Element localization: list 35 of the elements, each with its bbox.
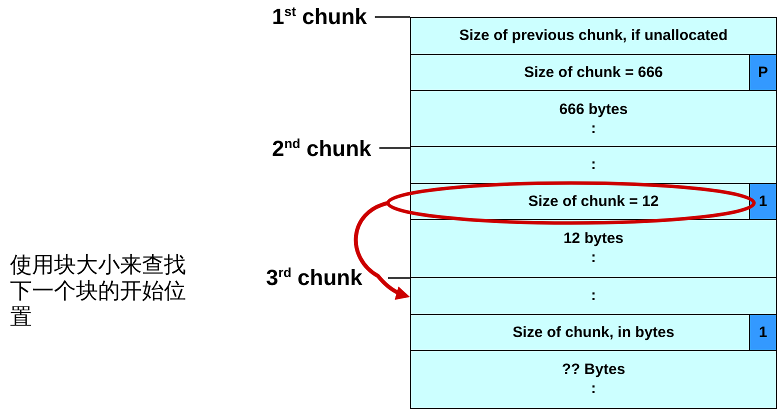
- chunk-label: 3$^{rd}$ chunk: [266, 265, 362, 294]
- continuation-mark: :: [591, 379, 596, 399]
- flag-cell: [749, 315, 776, 350]
- chunk-field: [410, 350, 777, 408]
- highlight-ellipse: [386, 181, 756, 225]
- flag-bit: P: [758, 64, 768, 82]
- field-label: ?? Bytes: [562, 361, 626, 379]
- field-label: 12 bytes: [563, 230, 624, 248]
- chunk-field: [410, 277, 777, 316]
- chunk-field: [410, 219, 777, 278]
- flag-bit: 1: [758, 324, 768, 342]
- flag-cell: [749, 55, 776, 90]
- chunk-label: 2$^{nd}$ chunk: [272, 136, 372, 165]
- chunk-field: [410, 54, 777, 92]
- field-label: Size of chunk = 666: [524, 64, 663, 82]
- field-label: Size of chunk = 12: [528, 192, 659, 211]
- continuation-mark: :: [591, 156, 596, 174]
- field-label: Size of previous chunk, if unallocated: [459, 27, 728, 46]
- chunk-field: [410, 146, 777, 184]
- continuation-mark: :: [591, 119, 596, 139]
- chunk-field: [410, 17, 777, 56]
- field-label: Size of chunk, in bytes: [512, 324, 674, 342]
- note-text: 使用块大小来查找下一个块的开始位置: [10, 253, 187, 331]
- field-label: 666 bytes: [559, 101, 628, 119]
- flag-bit: 1: [758, 192, 768, 211]
- curved-arrow: [354, 201, 410, 300]
- chunk-label: 1$^{st}$ chunk: [272, 4, 367, 33]
- chunk-field: [410, 90, 777, 148]
- leader-line: [379, 147, 410, 149]
- continuation-mark: :: [591, 248, 596, 268]
- leader-line: [388, 277, 410, 279]
- continuation-mark: :: [591, 287, 596, 306]
- leader-line: [374, 16, 410, 18]
- flag-cell: [749, 184, 776, 220]
- chunk-field: [410, 314, 777, 352]
